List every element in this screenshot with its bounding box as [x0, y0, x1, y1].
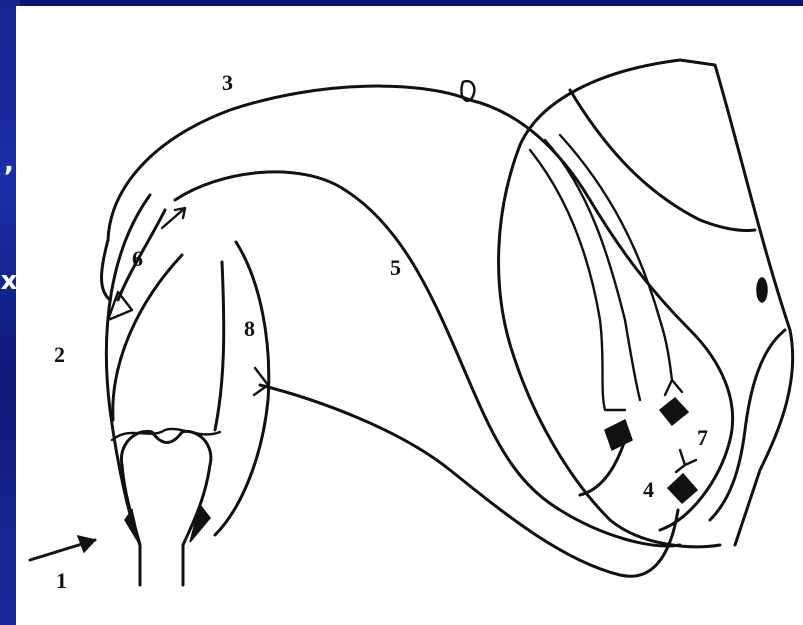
label-7: 7 [697, 425, 708, 450]
label-4: 4 [643, 477, 654, 502]
label-2: 2 [54, 342, 65, 367]
label-5: 5 [390, 255, 401, 280]
label-8: 8 [244, 316, 255, 341]
label-3: 3 [222, 70, 233, 95]
nerve-pathways [162, 208, 696, 576]
label-1: 1 [56, 568, 67, 593]
tongue-and-brain-outline [102, 60, 793, 547]
label-6: 6 [132, 246, 143, 271]
